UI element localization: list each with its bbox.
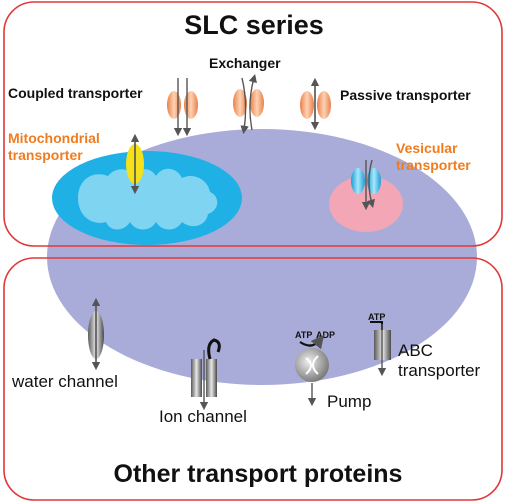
exchanger-icon bbox=[233, 73, 264, 135]
mitochondrion bbox=[52, 151, 242, 245]
mitochondrial-label-line1: Mitochondrial bbox=[8, 130, 100, 146]
vesicular-transporter-icon bbox=[351, 159, 381, 211]
abc-label-line1: ABC bbox=[398, 341, 433, 360]
water-channel-label: water channel bbox=[11, 372, 118, 391]
pump-icon bbox=[295, 334, 329, 407]
vesicular-label-line1: Vesicular bbox=[396, 140, 458, 156]
abc-label-line2: transporter bbox=[398, 361, 481, 380]
vesicular-label-line2: transporter bbox=[396, 157, 471, 173]
pump-atp-label: ATP bbox=[295, 330, 312, 340]
passive-transporter-icon bbox=[300, 77, 331, 131]
ion-channel-icon bbox=[191, 338, 221, 411]
slc-series-title: SLC series bbox=[184, 10, 324, 40]
exchanger-label: Exchanger bbox=[209, 55, 281, 71]
pump-label: Pump bbox=[327, 392, 371, 411]
mitochondrial-transporter-icon bbox=[126, 133, 144, 195]
other-proteins-frame bbox=[3, 257, 503, 501]
mitochondrial-label-line2: transporter bbox=[8, 147, 83, 163]
slc-series-frame bbox=[3, 1, 503, 247]
other-proteins-title: Other transport proteins bbox=[114, 460, 403, 488]
ion-channel-label: Ion channel bbox=[159, 407, 247, 426]
coupled-transporter-label: Coupled transporter bbox=[8, 85, 143, 101]
water-channel-icon bbox=[88, 297, 104, 371]
coupled-transporter-icon bbox=[167, 78, 198, 137]
abc-transporter-icon bbox=[370, 321, 391, 377]
passive-transporter-label: Passive transporter bbox=[340, 87, 471, 103]
pump-adp-label: ADP bbox=[316, 330, 335, 340]
abc-atp-label: ATP bbox=[368, 312, 385, 322]
